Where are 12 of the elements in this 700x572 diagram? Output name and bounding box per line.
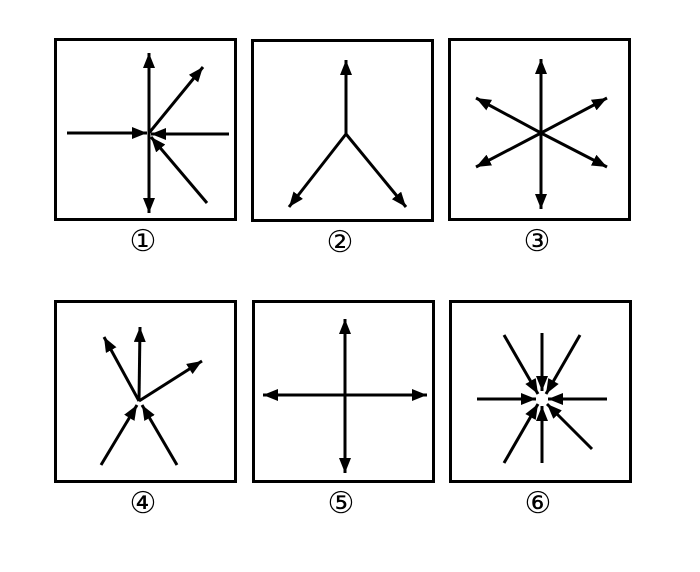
panel-number: ⑤	[328, 487, 354, 521]
panel-frame	[252, 300, 435, 483]
panel-number: ②	[326, 226, 354, 260]
panel-frame	[448, 38, 631, 221]
panel-frame	[449, 300, 632, 483]
panel-number: ④	[130, 487, 156, 521]
panel-number: ⑥	[524, 487, 552, 521]
panel-frame	[54, 38, 237, 221]
panel-frame	[54, 300, 237, 483]
panel-number: ①	[130, 225, 156, 259]
panel-number: ③	[524, 225, 550, 259]
panel-frame	[251, 39, 434, 222]
